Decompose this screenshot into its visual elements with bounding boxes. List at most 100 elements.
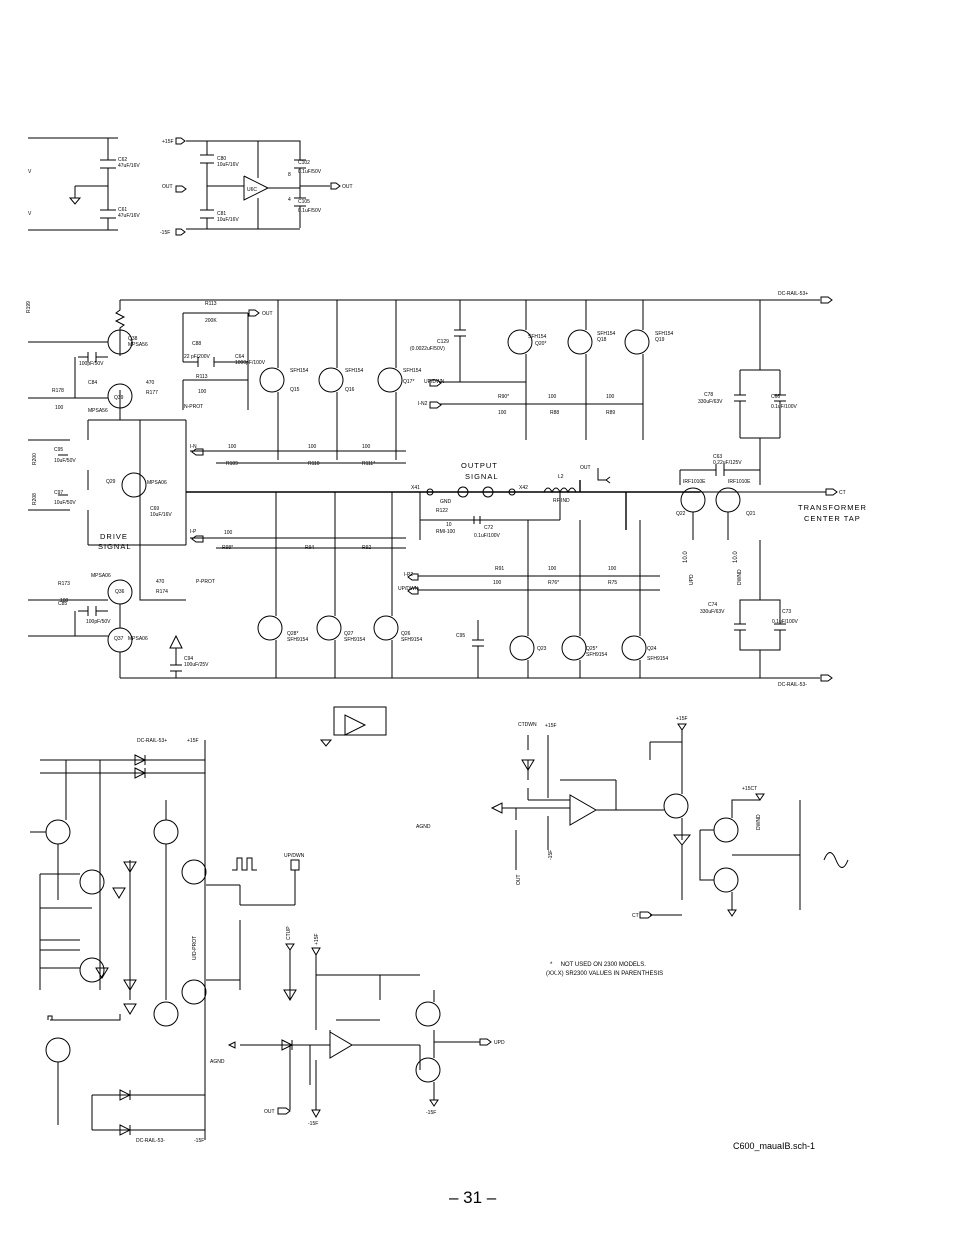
q16-type: SFH154: [345, 368, 364, 374]
c64-value: 1000pF/100V: [235, 360, 266, 366]
r173-value: 100: [60, 598, 69, 604]
q37-value: MPSA06: [128, 636, 148, 642]
lower-mosfets-right: Q23 Q25* SFH9154 Q24 SFH9154 C95: [456, 520, 668, 678]
r174-label: R174: [156, 589, 168, 595]
q26-type: SFH9154: [401, 637, 422, 643]
r89-value: 100: [606, 394, 615, 400]
r122-value: 10: [446, 522, 452, 528]
c80-value: 10uF/16V: [217, 162, 239, 168]
p15f-q61: +15F: [676, 716, 688, 722]
c72-value: 0.1uF/100V: [474, 533, 501, 539]
c129-value: (0.0022uF/50V): [410, 346, 445, 352]
r75-value: 100: [608, 566, 617, 572]
r110-label: R110: [308, 461, 320, 467]
r90-label: R90*: [498, 394, 509, 400]
nprot-label: N-PROT: [184, 404, 203, 410]
q29-label: Q29: [106, 479, 116, 485]
agnd-u6b: AGND: [416, 824, 431, 830]
ip2-label: I-P2: [404, 572, 413, 578]
ctup-label: CTUP: [286, 926, 292, 940]
p15f-control: +15F: [187, 738, 199, 744]
r81-value: 10.0: [683, 551, 689, 563]
c66-label: C66: [771, 394, 780, 400]
c102-label: C102: [298, 160, 310, 166]
upd-u8a: UPD: [494, 1040, 505, 1046]
r75-label: R75: [608, 580, 617, 586]
updwn-control: UP/DWN: [284, 853, 305, 859]
c94-value: 100uF/25V: [184, 662, 209, 668]
c64-label: C64: [235, 354, 244, 360]
r92-label: R92: [362, 545, 371, 551]
r122-label: R122: [436, 508, 448, 514]
rail-plus-label: DC-RAIL-53+: [778, 291, 808, 297]
c72-label: C72: [484, 525, 493, 531]
q16-label: Q16: [345, 387, 355, 393]
q24-type: SFH9154: [647, 656, 668, 662]
c88-value: 22 pF/200V: [184, 354, 211, 360]
c81-value: 10uF/16V: [217, 217, 239, 223]
supply-decoupling-section: C62 47uF/16V C61 47uF/16V V V +15F OUT O…: [28, 137, 353, 236]
dwnd-u6b: DWND: [756, 814, 762, 830]
r113a-label: R113: [205, 301, 217, 307]
r88-label: R88: [550, 410, 559, 416]
svg-text:R199: R199: [26, 301, 32, 313]
updwn-label-top: UP/DWN: [424, 379, 445, 385]
r178-value: 100: [55, 405, 64, 411]
q22-type: IRF1010E: [683, 479, 706, 485]
c61-label: C61: [118, 207, 127, 213]
c84-value: 100pF/50V: [79, 361, 104, 367]
c63-label: C63: [713, 454, 722, 460]
q26-label: Q26: [401, 631, 411, 637]
r177-label: R177: [146, 390, 158, 396]
svg-text:V: V: [28, 211, 32, 217]
updwn-label-bottom: UP/DWN: [398, 586, 419, 592]
r208-label: R208: [32, 493, 38, 505]
c69-value: 10uF/16V: [150, 512, 172, 518]
q18-label: Q18: [597, 337, 607, 343]
r111-label: R111*: [362, 461, 375, 467]
q28-label: Q28*: [287, 631, 298, 637]
q20-label: Q20*: [535, 341, 546, 347]
r110-value: 100: [308, 444, 317, 450]
q21-type: IRF1010E: [728, 479, 751, 485]
q15-type: SFH154: [290, 368, 309, 374]
m15f-u8a: -15F: [308, 1121, 318, 1127]
u6c-label: U6C: [247, 187, 257, 193]
c61-value: 47uF/16V: [118, 213, 140, 219]
c81-label: C81: [217, 211, 226, 217]
q27-label: Q27: [344, 631, 354, 637]
ip-label: I-P: [190, 529, 197, 535]
q39-value: MPSA56: [88, 408, 108, 414]
q15-label: Q15: [290, 387, 300, 393]
xfmr-line1: TRANSFORMER: [798, 503, 867, 512]
x42-label: X42: [519, 485, 528, 491]
q36-label: Q36: [115, 589, 125, 595]
q25-type: SFH9154: [586, 652, 607, 658]
ct-label: CT: [839, 490, 846, 496]
q38-label: Q38: [128, 336, 138, 342]
c97-label: C97: [54, 490, 63, 496]
r177-value: 470: [146, 380, 155, 386]
m15f-label: -15F: [160, 230, 170, 236]
q17-type: SFH154: [403, 368, 422, 374]
gnd-label: GND: [440, 499, 452, 505]
upper-mosfets-right: SFH154 Q20* SFH154 Q18 SFH154 Q19 C129 (…: [410, 300, 674, 440]
r178-label: R178: [52, 388, 64, 394]
c73-label: C73: [782, 609, 791, 615]
pprot-label: P-PROT: [196, 579, 215, 585]
page-number: – 31 –: [449, 1188, 497, 1207]
q21-label: Q21: [746, 511, 756, 517]
control-section-left: DC-RAIL-53+ +15F UP/DWN: [30, 706, 387, 1144]
dwnd-label: DWND: [737, 569, 743, 585]
output-signal-line1: OUTPUT: [461, 461, 498, 470]
rail-minus-label: DC-RAIL-53-: [778, 682, 807, 688]
r94-label: R94: [305, 545, 314, 551]
in2-label: I-N2: [418, 401, 428, 407]
ct-u6b: CT: [632, 913, 639, 919]
xfmr-line2: CENTER TAP: [804, 514, 861, 523]
schematic-filename: C600_mauaIB.sch-1: [733, 1141, 816, 1151]
out-label-left: OUT: [162, 184, 173, 190]
c73-value: 0.1uF/100V: [772, 619, 799, 625]
c74-label: C74: [708, 602, 717, 608]
output-stage-section: DC-RAIL-53+ DC-RAIL-53- R199 Q38 MPSA56 …: [26, 291, 867, 688]
